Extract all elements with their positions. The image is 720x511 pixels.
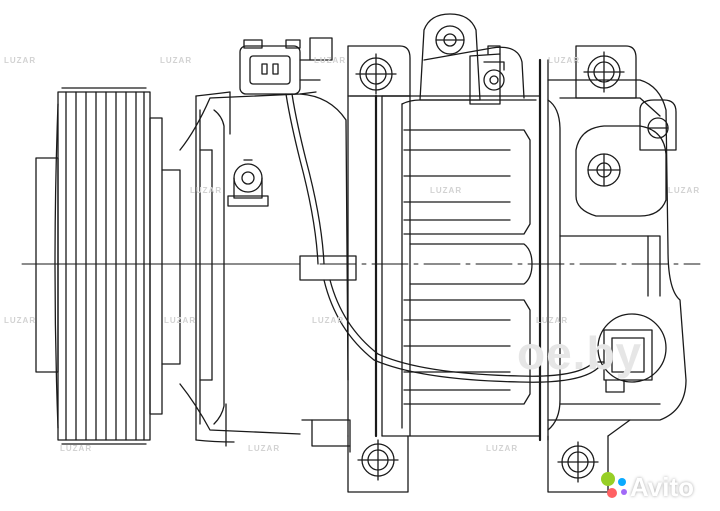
avito-watermark: Avito (594, 467, 694, 507)
discharge-port (419, 13, 525, 105)
watermark-luzar: LUZAR (60, 444, 93, 453)
watermark-luzar: LUZAR (4, 56, 37, 65)
suction-port (575, 99, 677, 217)
watermark-luzar: LUZAR (190, 186, 223, 195)
watermark-luzar: LUZAR (668, 186, 701, 195)
watermark-luzar: LUZAR (312, 316, 345, 325)
compressor-body (347, 58, 561, 442)
pulley (35, 87, 163, 445)
watermark-luzar: LUZAR (486, 444, 519, 453)
rear-cover (547, 79, 687, 421)
watermark-luzar: LUZAR (548, 56, 581, 65)
watermark-luzar: LUZAR (314, 56, 347, 65)
mounting-ear-top-left (347, 45, 411, 97)
mounting-ear-bottom-left (347, 435, 409, 493)
front-housing (161, 91, 351, 453)
mounting-ear-top-right (575, 45, 637, 99)
watermark-luzar: LUZAR (430, 186, 463, 195)
watermark-luzar: LUZAR (248, 444, 281, 453)
watermark-luzar: LUZAR (160, 56, 193, 65)
avito-label: Avito (630, 471, 695, 502)
site-watermark: oe.by (517, 327, 643, 379)
watermark-luzar: LUZAR (536, 316, 569, 325)
mounting-ear-bottom-right (547, 419, 631, 493)
watermark-luzar: LUZAR (164, 316, 197, 325)
watermark-luzar: LUZAR (4, 316, 37, 325)
avito-logo-dots (601, 472, 627, 498)
